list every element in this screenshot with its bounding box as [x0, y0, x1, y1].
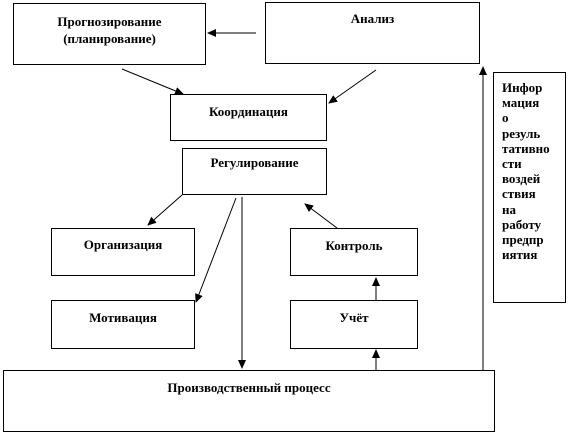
arrow-analysis-to-coordination — [328, 69, 377, 104]
accounting-label: Учёт — [339, 310, 369, 325]
motivation-label: Мотивация — [89, 310, 157, 325]
arrow-regulation-to-motivation — [195, 197, 237, 303]
arrow-forecast-to-coordination — [121, 68, 184, 95]
info-line: резуль — [502, 125, 541, 141]
planning-label: (планирование) — [63, 31, 156, 46]
info-line: сти — [502, 156, 522, 172]
coordination-label: Координация — [209, 104, 288, 119]
info-line: на — [502, 201, 516, 217]
motivation-box: Мотивация — [51, 300, 195, 349]
organization-label: Организация — [83, 237, 163, 252]
accounting-box: Учёт — [290, 300, 418, 349]
analysis-box: Анализ — [265, 2, 480, 64]
forecasting-label: Прогнозирование — [57, 14, 162, 29]
production-process-box: Производственный процесс — [3, 370, 495, 432]
regulation-box: Регулирование — [182, 148, 327, 195]
analysis-label: Анализ — [350, 11, 395, 26]
organization-box: Организация — [51, 228, 195, 276]
info-line: предпр — [502, 232, 544, 248]
regulation-label: Регулирование — [210, 155, 299, 170]
info-line: иятия — [502, 247, 538, 263]
coordination-box: Координация — [170, 94, 327, 141]
info-line: тативно — [502, 140, 550, 156]
control-box: Контроль — [290, 228, 418, 276]
control-label: Контроль — [325, 238, 383, 253]
info-line: о — [502, 110, 509, 126]
arrow-control-to-regulation — [304, 203, 338, 229]
arrow-regulation-to-organization — [147, 194, 183, 226]
production-process-label: Производственный процесс — [167, 380, 331, 395]
forecasting-box: Прогнозирование (планирование) — [13, 3, 206, 65]
info-line: работу — [502, 216, 542, 232]
info-line: воздей — [502, 171, 541, 187]
info-box: Инфор мация о резуль тативно сти воздей … — [493, 72, 566, 303]
info-line: ствия — [502, 186, 536, 202]
info-line: Инфор — [502, 80, 543, 95]
info-line: мация — [502, 95, 540, 111]
